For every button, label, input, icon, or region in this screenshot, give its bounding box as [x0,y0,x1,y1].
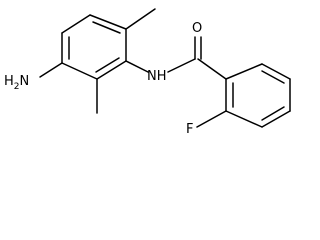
double-bond-ring2-bottom [261,106,285,121]
amine-label: H2N [4,74,29,92]
double-bond-ring1-top [92,21,121,34]
amine-n-label: N [20,74,30,89]
nh-carbonyl-bond [167,58,196,73]
fluorine-bond [196,110,227,128]
fluorobenzene-ring [225,63,291,128]
amine-h-label: H [4,74,14,89]
bond-ring2-upper-left [225,63,263,80]
bond-ring2-lower-left [225,110,263,128]
bond-ring1-top [89,14,127,30]
bond-ring1-upper-left [61,14,91,34]
amine-bond [39,62,63,78]
amine-h-subscript: 2 [14,82,20,92]
bond-ring2-lower-right [261,110,291,128]
fluorine-label: F [186,122,193,137]
bond-ring2-top [261,63,291,80]
chemical-structure: H2N NH O F [4,8,291,137]
double-bond-ring1-right [95,57,120,73]
carbonyl-oxygen-label: O [192,21,202,36]
methyl-bond-top [125,8,156,30]
carbonyl-ring-bond [197,58,227,80]
bond-ring1-lower-right [96,60,127,80]
bond-ring1-bottom [61,62,98,80]
double-bond-ring2-top [261,70,285,84]
amide-nh-label: NH [147,69,167,84]
aryl-nh-bond [125,60,149,73]
dimethylaniline-ring [61,14,127,80]
